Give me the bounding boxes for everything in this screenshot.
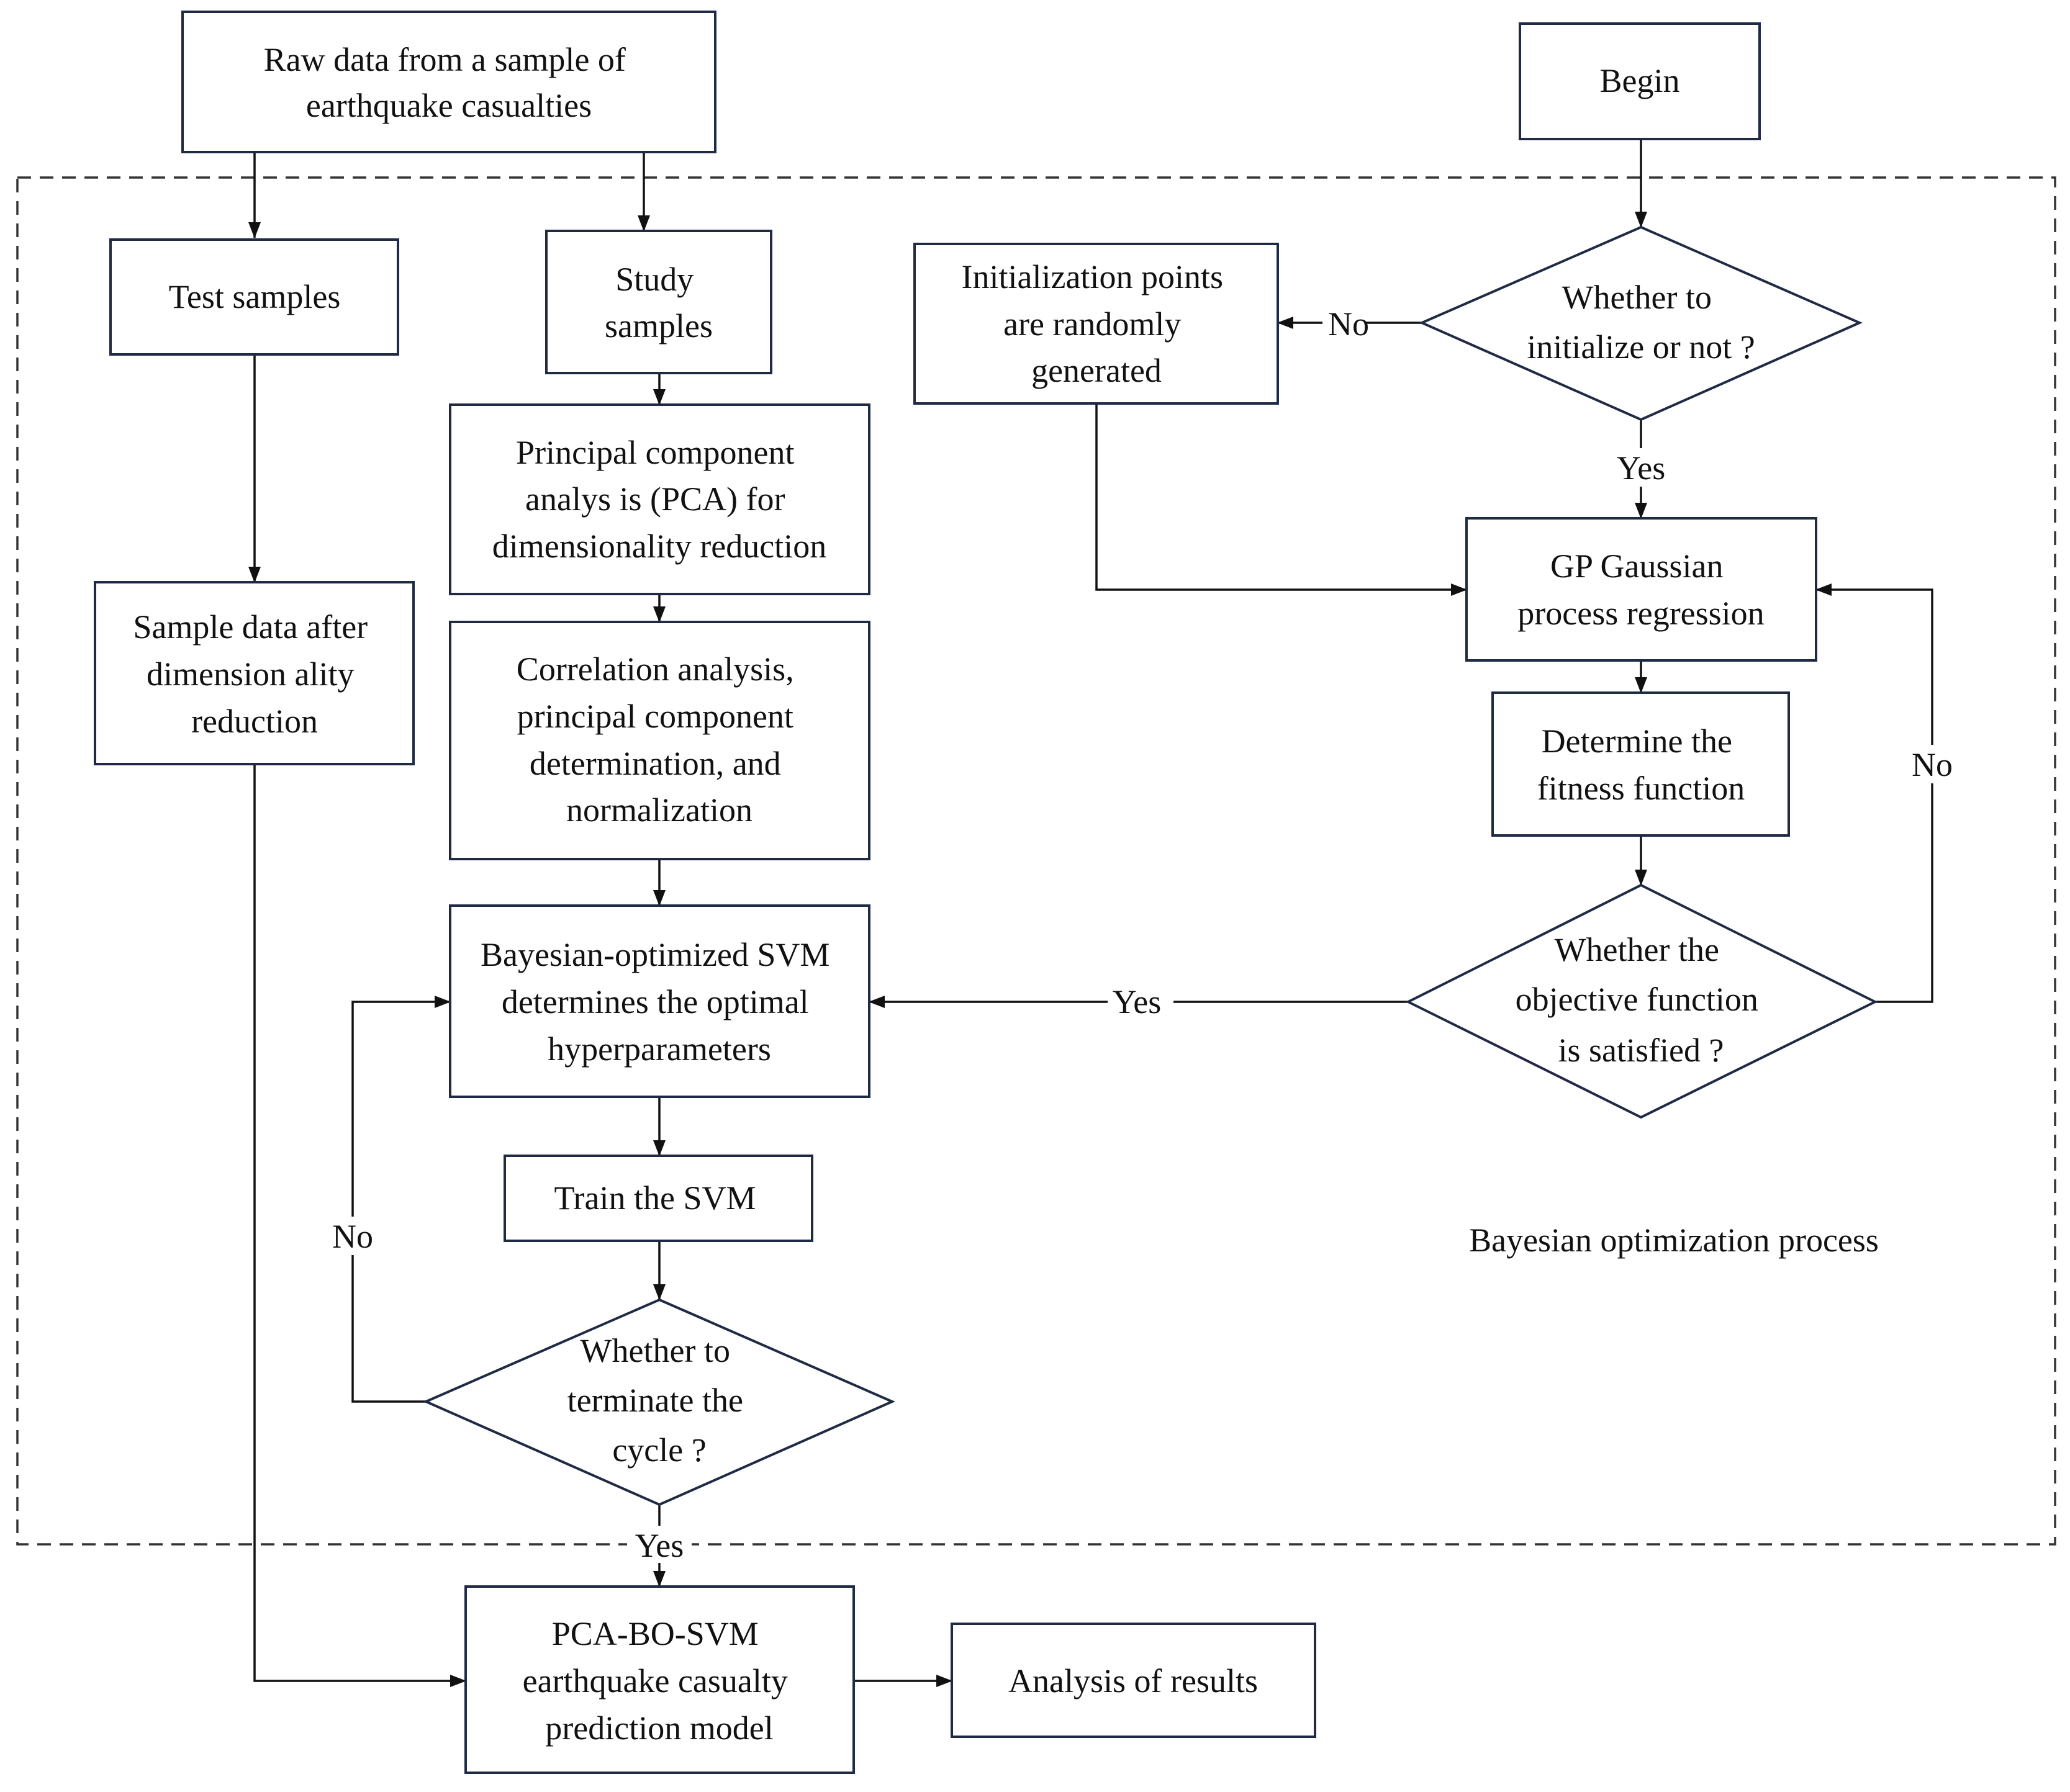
edge-label-objective-yes: Yes [1113,983,1162,1020]
edge-label-terminate-yes: Yes [635,1527,684,1564]
raw-data-box [181,11,716,153]
sample-data-after-box [94,581,415,765]
init-points-box [913,243,1279,405]
prediction-model-text: PCA-BO-SVM earthquake casualty predictio… [523,1615,797,1747]
fitness-text: Determine the fitness function [1537,723,1745,807]
train-svm-box [504,1155,813,1242]
begin-box [1519,22,1761,140]
correlation-text: Correlation analysis, principal componen… [517,651,802,829]
edge-label-terminate-no: No [332,1218,373,1255]
edge-initpoints-to-gp [1095,403,1467,596]
train-svm-text: Train the SVM [554,1179,756,1217]
bo-svm-text: Bayesian-optimized SVM determines the op… [481,936,838,1068]
edge-terminate-no-loop [351,996,451,1403]
prediction-model-box [464,1585,855,1774]
region-label: Bayesian optimization process [1469,1222,1879,1259]
edge-label-init-yes: Yes [1617,449,1666,487]
edge-objective-no [1815,583,1933,1003]
decision-terminate-text: Whether to terminate the cycle ? [567,1332,752,1469]
gp-regression-text: GP Gaussian process regression [1517,547,1764,632]
test-samples-text: Test samples [169,278,341,315]
study-samples-box [545,230,772,374]
begin-text: Begin [1600,62,1680,99]
gp-regression-box [1465,517,1817,662]
edge-label-init-no: No [1328,305,1369,343]
raw-data-text: Raw data from a sample of earthquake cas… [264,41,635,124]
pca-text: Principal component analys is (PCA) for … [492,434,826,565]
study-samples-text: Study samples [605,261,713,344]
edge-sampledata-to-model [253,764,466,1687]
sample-data-after-text: Sample data after dimension ality reduct… [133,608,376,740]
analysis-box [951,1623,1316,1738]
decision-objective-text: Whether the objective function is satisf… [1516,931,1767,1069]
decision-initialize-text: Whether to initialize or not ? [1527,279,1755,366]
decision-objective [1405,883,1878,1119]
edge-labels: No Yes Yes No No Yes [327,303,1958,1564]
correlation-box [449,621,870,860]
decision-initialize [1419,225,1863,421]
decision-terminate [423,1298,895,1506]
fitness-box [1491,691,1790,837]
test-samples-box [109,238,399,356]
bo-svm-box [449,904,870,1098]
pca-box [449,403,870,595]
init-points-text: Initialization points are randomly gener… [962,258,1232,389]
edge-label-objective-no: No [1912,746,1953,783]
analysis-text: Analysis of results [1008,1662,1258,1700]
bayesian-optimization-region [16,176,2056,1546]
